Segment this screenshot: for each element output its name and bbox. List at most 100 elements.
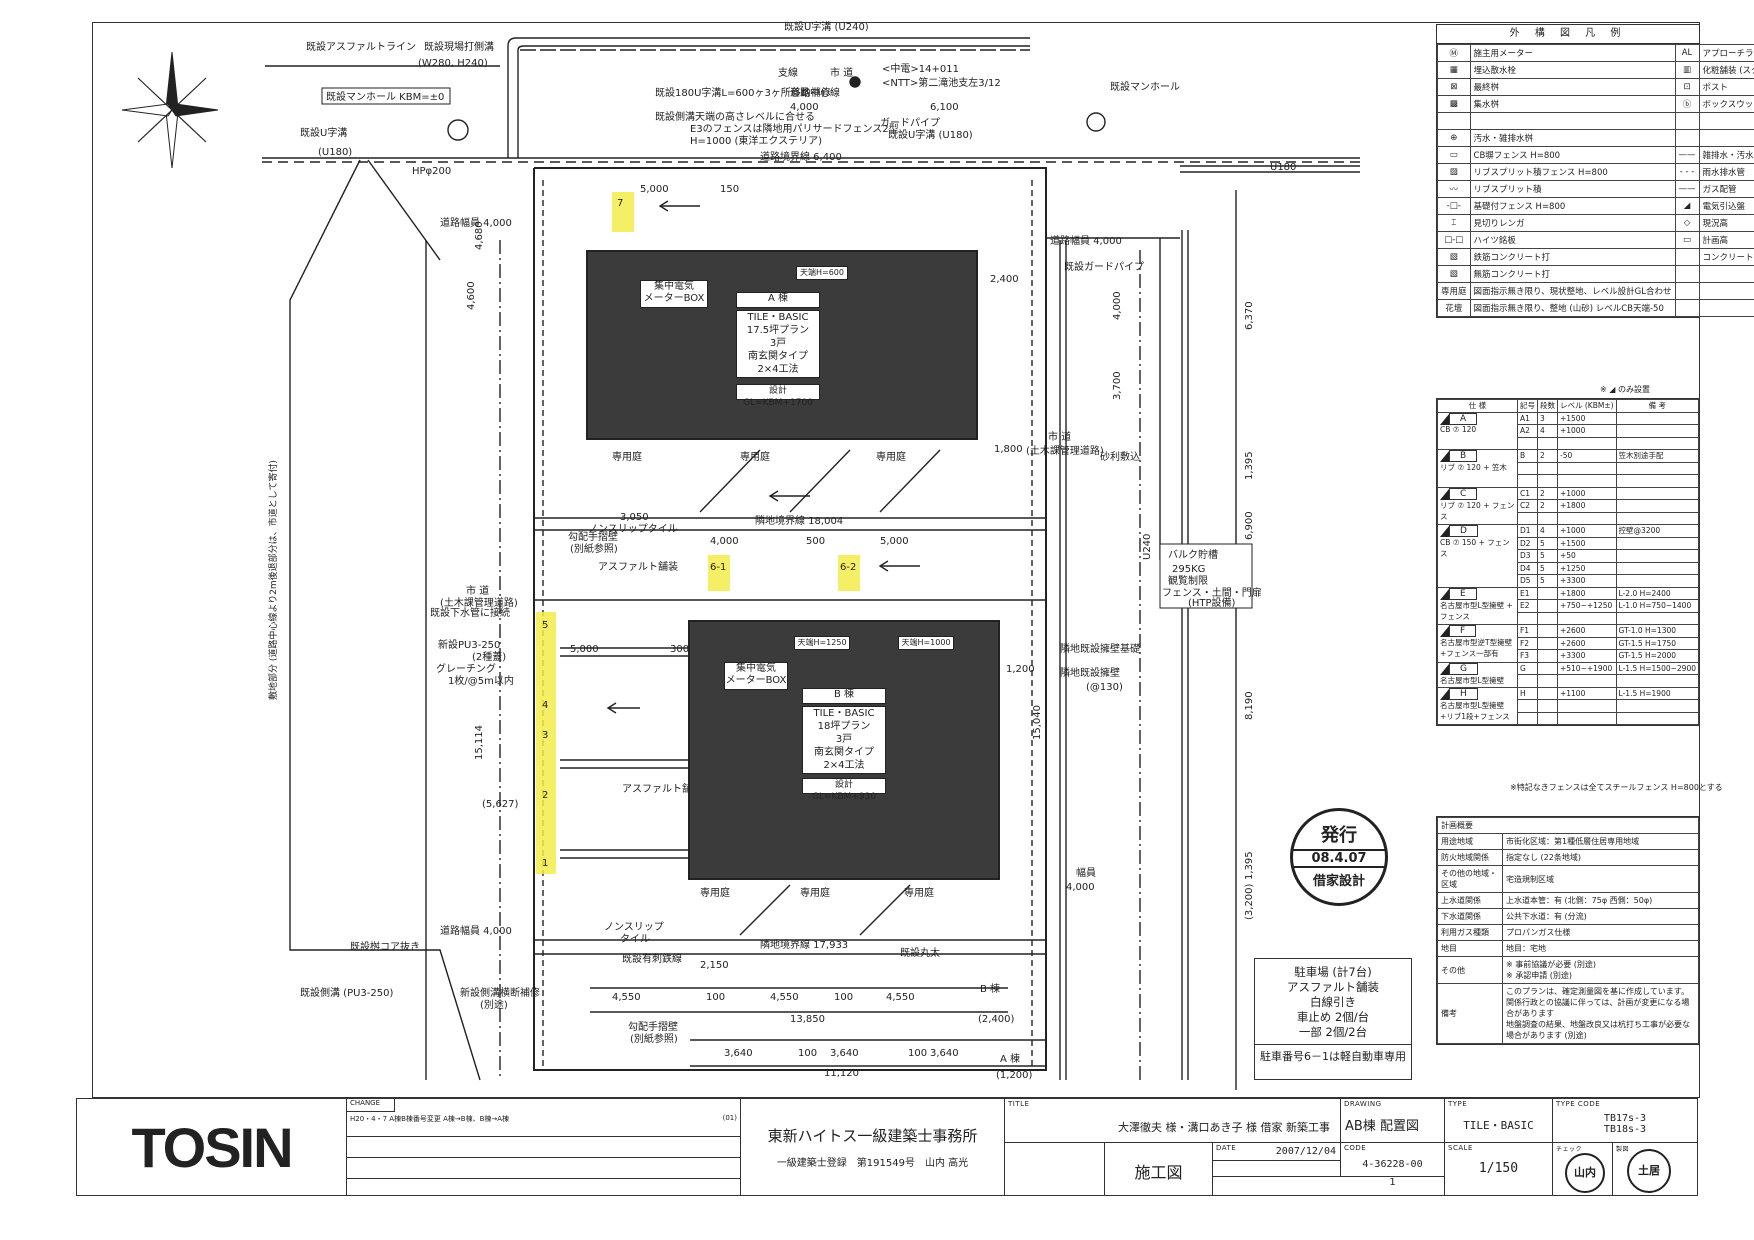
patio-a1: 専用庭 [612, 452, 642, 463]
svg-text:500: 500 [806, 536, 825, 547]
legend-symbol-icon: ▦ [1437, 61, 1471, 79]
spec-desc: リブ ⑦ 120 + フェンス [1440, 500, 1515, 521]
svg-text:5,000: 5,000 [640, 184, 669, 195]
spec-header: 記号 [1516, 399, 1538, 413]
spec-row [1438, 674, 1700, 688]
legend-label: 最終桝 [1469, 78, 1676, 96]
plan-value: このプランは、確定測量図を基に作成しています。関係行政との協議に伴っては、計画が… [1502, 983, 1699, 1044]
building-a-meter-box: 集中電気メーターBOX [640, 280, 708, 308]
legend-label: 鉄筋コンクリート打 [1469, 248, 1676, 266]
spec-cell: F3 [1516, 649, 1538, 663]
triangle-marker-icon [1440, 588, 1449, 600]
svg-text:隣地既設擁壁: 隣地既設擁壁 [1060, 666, 1120, 679]
plan-value: 宅造規制区域 [1502, 865, 1699, 893]
spec-cell [1536, 686, 1558, 700]
spec-cell: B [1516, 449, 1538, 463]
exterior-legend-table: 外 構 図 凡 例 Ⓜ施主用メーターALアプローチライト▦埋込散水栓▥化粧舗装 … [1436, 24, 1754, 318]
spec-cell [1556, 711, 1617, 725]
svg-text:E3のフェンスは隣地用パリサードフェンス2型: E3のフェンスは隣地用パリサードフェンス2型 [690, 122, 899, 135]
svg-text:ノンスリップタイル: ノンスリップタイル [588, 523, 678, 535]
legend-symbol-icon: - - - [1674, 163, 1700, 181]
legend-symbol-icon: AL [1674, 44, 1700, 62]
parking-space-6-2-highlight [838, 555, 860, 591]
spec-cell: 控壁@3200 [1615, 524, 1700, 538]
legend-symbol-icon [1674, 299, 1700, 317]
sheet-number: 1 [1341, 1177, 1445, 1195]
plan-value: 上水道本管：有 (北側：75φ 西側：50φ) [1502, 892, 1699, 909]
change-log: CHANGE H20・4・7 A棟B棟番号変更 A棟→B棟、B棟→A棟(01) [347, 1099, 741, 1195]
spec-cell: -50 [1556, 449, 1617, 463]
legend-symbol-icon [1674, 112, 1700, 130]
legend-label: コンクリート打部分には20㎡かつ4m内外ごとに伸縮目地施工 [1698, 248, 1754, 266]
svg-text:既設ガードパイプ: 既設ガードパイプ [1064, 260, 1144, 273]
company-logo: TOSIN [77, 1099, 347, 1195]
legend-symbol-icon: —— [1674, 146, 1700, 164]
parking-spaces-1-5-highlight [536, 612, 556, 874]
spec-cell [1536, 461, 1558, 475]
spec-note: ※ ◢ のみ設置 [1600, 385, 1650, 394]
legend-label: 雑排水・汚水排水管 [1698, 146, 1754, 164]
spec-cell [1615, 611, 1700, 625]
svg-text:(別紙参照): (別紙参照) [630, 1032, 678, 1045]
legend-row: ⊠最終桝⊡ポスト [1437, 78, 1754, 96]
legend-row: -□-基礎付フェンス H=800◢電気引込盤 [1437, 197, 1754, 215]
spec-cell [1516, 474, 1538, 488]
svg-text:ガードパイプ: ガードパイプ [880, 117, 940, 129]
svg-text:既設U字溝 (U240): 既設U字溝 (U240) [784, 20, 869, 33]
svg-text:道路幅員 4,000: 道路幅員 4,000 [1050, 234, 1122, 247]
legend-label: ハイツ銘板 [1469, 231, 1676, 249]
legend-label: リブスプリット積フェンス H=800 [1469, 163, 1676, 181]
legend-symbol-icon: 花壇 [1437, 299, 1471, 317]
legend-symbol-icon: -□- [1437, 197, 1471, 215]
svg-text:隣地境界線 17,933: 隣地境界線 17,933 [760, 938, 848, 951]
svg-text:1,200: 1,200 [1006, 664, 1035, 675]
svg-text:(1,200): (1,200) [996, 1070, 1033, 1081]
building-b-gl: 設計GL=KBM+930 [802, 778, 886, 802]
svg-text:バルク貯槽: バルク貯槽 [1168, 548, 1218, 561]
triangle-marker-icon [1440, 526, 1449, 537]
svg-text:タイル: タイル [620, 933, 650, 945]
legend-symbol-icon [1674, 265, 1700, 283]
spec-cell [1516, 436, 1538, 450]
svg-text:6,370: 6,370 [1244, 301, 1255, 330]
svg-text:1,395: 1,395 [1244, 451, 1255, 480]
legend-label [1698, 265, 1754, 283]
spec-cell [1536, 711, 1558, 725]
north-arrow-icon [121, 51, 219, 169]
spec-cell: +2600 [1556, 636, 1617, 650]
spec-cell [1536, 661, 1558, 675]
svg-text:300: 300 [670, 644, 689, 655]
legend-row: ▩集水桝ⓑボックスウッド [1437, 95, 1754, 113]
svg-text:A 棟: A 棟 [1000, 1052, 1020, 1065]
spec-cell: 4 [1536, 524, 1558, 538]
svg-text:3,640: 3,640 [930, 1048, 959, 1059]
legend-symbol-icon: 専用庭 [1437, 282, 1471, 300]
legend-symbol-icon: 〰 [1437, 180, 1471, 198]
svg-text:3,050: 3,050 [620, 512, 649, 523]
plan-summary-row: その他※ 事前協議が必要 (別途) ※ 承認申請 (別途) [1437, 956, 1699, 984]
svg-text:フェンス・土間・門扉: フェンス・土間・門扉 [1162, 586, 1262, 599]
building-b-name: B 棟 [802, 688, 886, 704]
spec-cell [1536, 674, 1558, 688]
plan-summary-table: 計画概要用途地域市街化区域：第1種低層住居専用地域防火地域関係指定なし (22条… [1436, 816, 1700, 1045]
legend-label: 基礎付フェンス H=800 [1469, 197, 1676, 215]
legend-symbol-icon: ⊠ [1437, 78, 1471, 96]
plan-summary-title: 計画概要 [1437, 817, 1699, 834]
legend-row: ▦埋込散水栓▥化粧舗装 (スタンプコンクリート) [1437, 61, 1754, 79]
svg-text:5,000: 5,000 [880, 536, 909, 547]
svg-text:8,190: 8,190 [1244, 691, 1255, 720]
legend-label: 汚水・雑排水桝 [1469, 129, 1676, 147]
legend-label: 現況高 [1698, 214, 1754, 232]
legend-row: ▧無筋コンクリート打 [1437, 265, 1754, 283]
svg-text:アスファルト舗装: アスファルト舗装 [598, 560, 678, 573]
label-existing-asphalt: 既設アスファルトライン [306, 40, 416, 53]
parking-no-6-1: 6-1 [710, 562, 727, 573]
legend-row: 花壇図面指示無き限り、整地 (山砂) レベルCB天端-50 [1437, 299, 1754, 317]
